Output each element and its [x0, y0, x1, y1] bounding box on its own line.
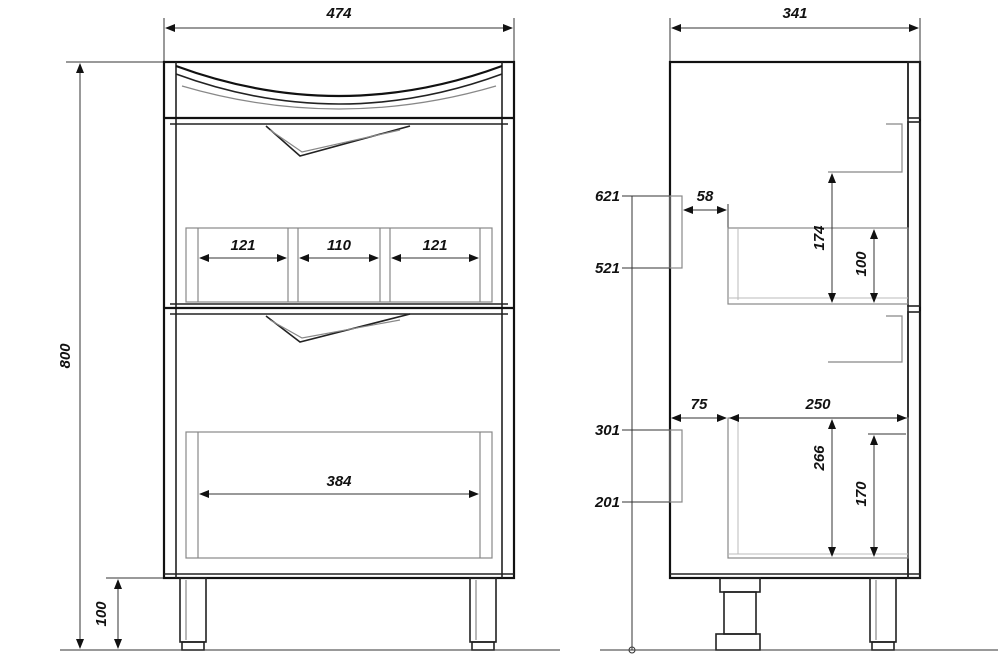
leg-height-label: 100 [93, 601, 110, 627]
width-dimension: 474 [163, 5, 515, 62]
upper-outer-height-label: 174 [811, 225, 828, 251]
depth-label: 341 [782, 5, 807, 22]
compartment-width-2: 110 [327, 237, 352, 254]
level-axis: 621 521 301 201 [594, 188, 682, 654]
lower-drawer-front: 384 [170, 313, 508, 559]
upper-handle-recess [669, 195, 683, 269]
lower-inner-height-label: 170 [853, 481, 870, 507]
side-legs [715, 577, 897, 651]
width-label: 474 [325, 5, 352, 22]
upper-offset-dimension: 58 [683, 188, 729, 228]
front-view: 474 800 100 [57, 5, 560, 651]
lower-offset-label: 75 [691, 396, 708, 413]
lower-drawer-box: 75 250 266 170 [671, 315, 909, 559]
upper-drawer-box: 174 100 [727, 123, 909, 305]
upper-drawer-front [164, 123, 514, 310]
lower-handle-recess [669, 429, 683, 503]
height-dimension: 800 [57, 61, 180, 651]
leg-height-dimension: 100 [93, 577, 180, 649]
basin-top [164, 64, 514, 120]
cabinet-outline [162, 60, 516, 580]
level-521: 521 [595, 260, 620, 277]
lower-outer-height-label: 266 [811, 445, 828, 472]
upper-inner-height-label: 100 [853, 251, 870, 277]
level-621: 621 [595, 188, 620, 205]
upper-offset-label: 58 [697, 188, 714, 205]
front-legs [179, 577, 497, 651]
lower-drawer-width-label: 384 [326, 473, 352, 490]
lower-drawer-depth-label: 250 [804, 396, 831, 413]
compartment-width-3: 121 [422, 237, 447, 254]
level-201: 201 [594, 494, 620, 511]
depth-dimension: 341 [669, 5, 921, 62]
upper-compartments: 121 110 121 [185, 227, 493, 303]
height-label: 800 [57, 343, 74, 369]
side-cabinet-outline [668, 60, 922, 580]
level-301: 301 [595, 422, 620, 439]
compartment-width-1: 121 [230, 237, 255, 254]
side-view: 341 621 521 301 201 58 [594, 5, 998, 654]
